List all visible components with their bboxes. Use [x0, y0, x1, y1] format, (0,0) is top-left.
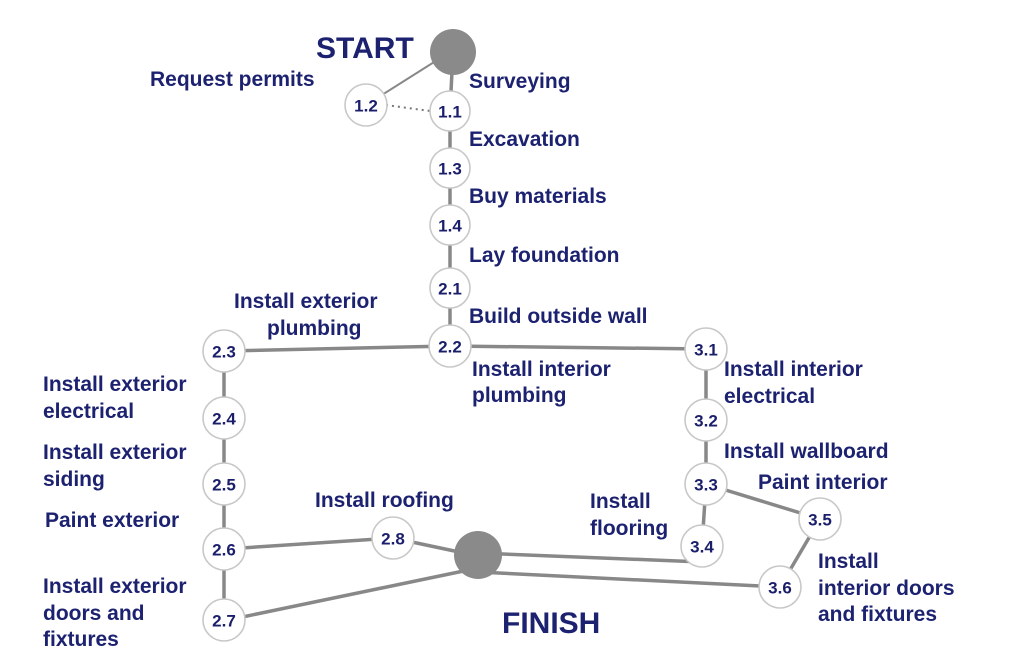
- edge-3-6-finish: [477, 570, 781, 589]
- node-label: 2.5: [212, 476, 236, 495]
- label-roofing: Install roofing: [315, 489, 454, 512]
- node-2-3: 2.3: [202, 329, 246, 373]
- label-wallboard: Install wallboard: [724, 440, 889, 463]
- label-ext-electrical-line1: Install exterior: [43, 373, 187, 396]
- label-buy-materials: Buy materials: [469, 185, 607, 208]
- node-3-6: 3.6: [758, 565, 802, 609]
- label-ext-doors-line1: Install exterior: [43, 575, 187, 598]
- node-2-8: 2.8: [371, 516, 415, 560]
- label-surveying: Surveying: [469, 70, 571, 93]
- node-label: 2.1: [438, 280, 462, 299]
- node-2-6: 2.6: [202, 527, 246, 571]
- edge-3-4-finish: [477, 551, 703, 564]
- node-label: 1.4: [438, 217, 462, 236]
- label-ext-electrical-line2: electrical: [43, 400, 134, 423]
- node-label: 2.4: [212, 410, 236, 429]
- label-flooring-line2: flooring: [590, 517, 668, 540]
- edge-2-2-3-1: [449, 344, 706, 351]
- label-lay-foundation: Lay foundation: [469, 244, 620, 267]
- start-label: START: [316, 32, 414, 65]
- node-1-4: 1.4: [429, 204, 471, 246]
- finish-node: [454, 531, 502, 579]
- label-int-plumbing-line1: Install interior: [472, 358, 611, 381]
- node-label: 1.2: [354, 97, 378, 116]
- label-paint-interior: Paint interior: [758, 471, 888, 494]
- label-int-electrical-line1: Install interior: [724, 358, 863, 381]
- node-label: 3.6: [768, 579, 792, 598]
- label-int-doors-line1: Install: [818, 550, 879, 573]
- start-node: [430, 29, 476, 75]
- label-ext-doors-line3: fixtures: [43, 628, 119, 651]
- node-label: 2.8: [381, 530, 405, 549]
- label-int-electrical-line2: electrical: [724, 385, 815, 408]
- node-2-2: 2.2: [428, 324, 472, 368]
- node-label: 1.1: [438, 103, 462, 122]
- label-int-plumbing-line2: plumbing: [472, 384, 566, 407]
- node-3-2: 3.2: [684, 398, 728, 442]
- node-2-7: 2.7: [202, 598, 246, 642]
- node-label: 3.4: [690, 538, 714, 557]
- edge-2-7-finish: [227, 566, 479, 622]
- edge-2-6-2-8: [225, 536, 394, 551]
- label-int-doors-line2: interior doors: [818, 577, 955, 600]
- label-ext-doors-line2: doors and: [43, 602, 145, 625]
- node-1-2: 1.2: [344, 83, 388, 127]
- node-3-4: 3.4: [680, 524, 724, 568]
- node-1-3: 1.3: [429, 147, 471, 189]
- edge-2-2-2-3: [225, 344, 451, 353]
- node-label: 2.6: [212, 541, 236, 560]
- node-label: 2.7: [212, 612, 236, 631]
- label-ext-siding-line2: siding: [43, 468, 105, 491]
- label-build-outside-wall: Build outside wall: [469, 305, 648, 328]
- node-label: 3.3: [694, 476, 718, 495]
- node-2-1: 2.1: [429, 267, 471, 309]
- label-int-doors-line3: and fixtures: [818, 603, 937, 626]
- node-label: 3.1: [694, 341, 718, 360]
- node-2-4: 2.4: [202, 396, 246, 440]
- node-1-1: 1.1: [429, 90, 471, 132]
- node-2-5: 2.5: [202, 462, 246, 506]
- node-label: 3.2: [694, 412, 718, 431]
- edge-1-2-1-1: [385, 104, 431, 112]
- finish-label: FINISH: [502, 607, 600, 640]
- label-flooring-line1: Install: [590, 490, 651, 513]
- nodes: 1.1 1.2 1.3 1.4 2.1 2.2 2.3 2.4 2.5 2.6 …: [202, 83, 842, 642]
- node-label: 3.5: [808, 511, 832, 530]
- label-ext-siding-line1: Install exterior: [43, 441, 187, 464]
- activity-labels: Surveying Request permits Excavation Buy…: [43, 68, 955, 651]
- label-ext-plumbing-line1: Install exterior: [234, 290, 378, 313]
- node-3-1: 3.1: [684, 327, 728, 371]
- node-label: 1.3: [438, 160, 462, 179]
- node-label: 2.2: [438, 338, 462, 357]
- node-3-3: 3.3: [684, 462, 728, 506]
- label-ext-plumbing-line2: plumbing: [267, 317, 361, 340]
- label-request-permits: Request permits: [150, 68, 315, 91]
- node-3-5: 3.5: [798, 497, 842, 541]
- node-label: 2.3: [212, 343, 236, 362]
- label-excavation: Excavation: [469, 128, 580, 151]
- label-paint-exterior: Paint exterior: [45, 509, 179, 532]
